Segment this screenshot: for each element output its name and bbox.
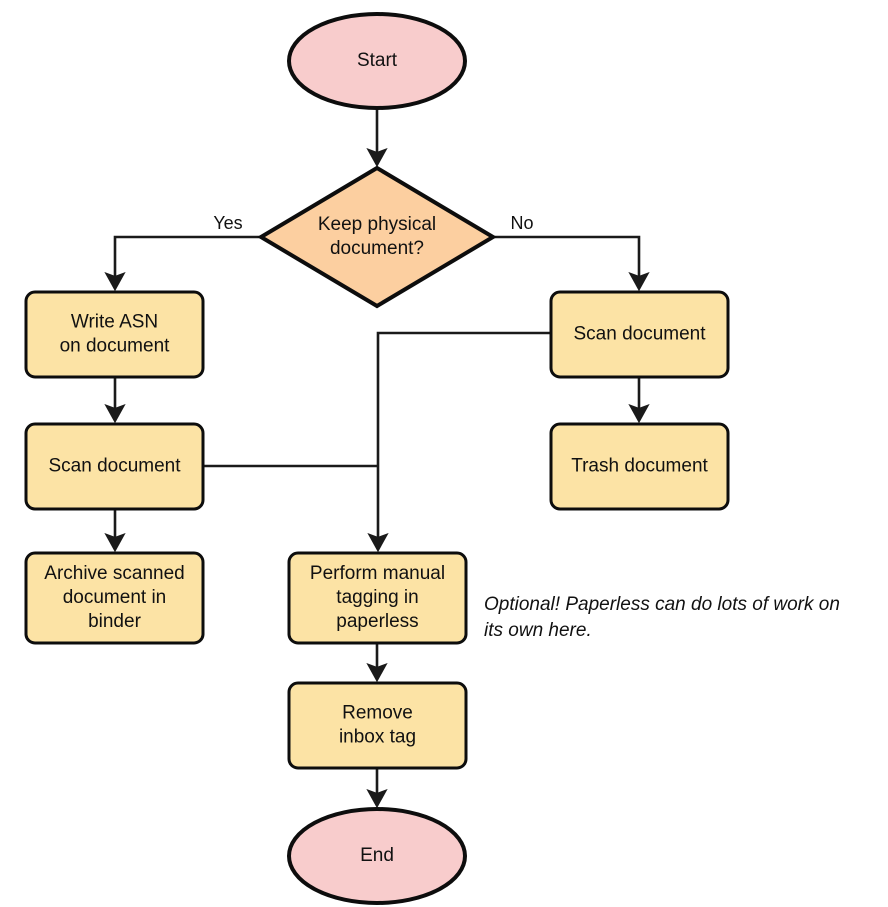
process-shape: [24, 551, 205, 645]
connector-scan-right-to-manual-tagging: [367, 331, 551, 553]
node-label-scan-document-left: Scan document: [48, 456, 181, 477]
node-label-end: End: [360, 845, 394, 866]
node-scan-document-right[interactable]: Scan document: [549, 290, 730, 379]
connector-decision-yes-to-write-asn: [104, 235, 261, 292]
edge-labels-group: Yes No: [213, 213, 533, 233]
edge-label-yes-label: Yes: [213, 213, 242, 233]
process-shape: [24, 422, 205, 511]
process-shape: [287, 681, 468, 770]
node-label-start: Start: [357, 50, 398, 71]
node-end[interactable]: End: [287, 807, 467, 905]
process-shape: [549, 422, 730, 511]
process-shape: [287, 551, 468, 645]
annotations-group: Optional! Paperless can do lots of work …: [484, 594, 840, 641]
decision-shape: [257, 165, 497, 309]
node-label-trash-document: Trash document: [571, 456, 708, 477]
node-start[interactable]: Start: [287, 12, 467, 110]
node-scan-document-left[interactable]: Scan document: [24, 422, 205, 511]
annotation-optional-note: Optional! Paperless can do lots of work …: [484, 594, 840, 641]
edge-label-no-label: No: [510, 213, 533, 233]
node-label-scan-document-right: Scan document: [573, 324, 706, 345]
process-shape: [24, 290, 205, 379]
node-trash-document[interactable]: Trash document: [549, 422, 730, 511]
connectors-group: [104, 108, 650, 809]
process-shape: [549, 290, 730, 379]
terminal-shape: [287, 807, 467, 905]
connector-decision-no-to-scan-right: [493, 235, 650, 292]
terminal-shape: [287, 12, 467, 110]
